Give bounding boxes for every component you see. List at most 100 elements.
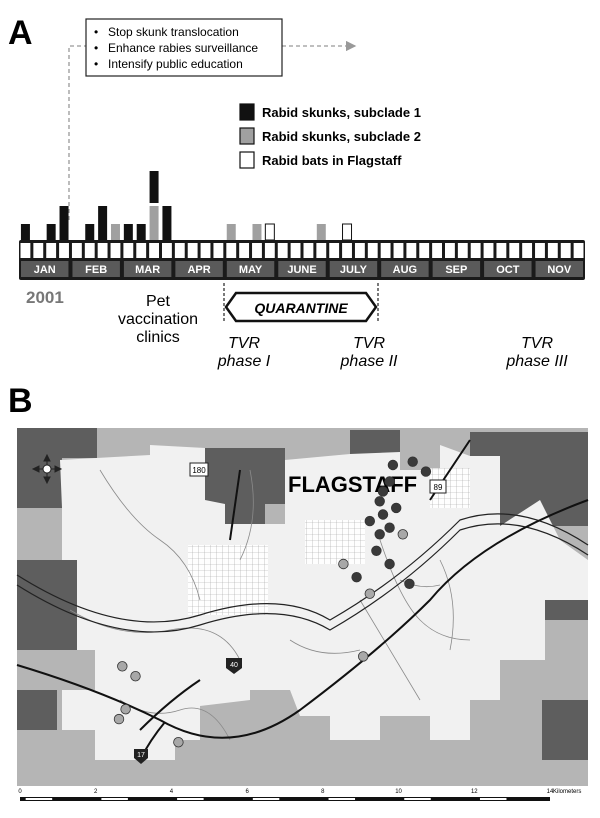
month-label: AUG [393, 264, 417, 276]
week-cell [290, 243, 301, 258]
week-cell [432, 243, 442, 258]
month-label: FEB [85, 264, 107, 276]
week-cell [33, 243, 44, 258]
panel-a-letter: A [8, 14, 33, 52]
case-dot-subclade1 [374, 496, 385, 507]
week-cell [419, 243, 430, 258]
case-dot-subclade1 [420, 466, 432, 477]
month-label: JAN [34, 264, 56, 276]
scale-bar-segment [404, 798, 431, 800]
week-cell [277, 243, 288, 258]
week-cells [20, 243, 584, 258]
quarantine-bracket: QUARANTINE [223, 283, 379, 323]
month-cell [484, 261, 532, 277]
month-cell [329, 261, 378, 277]
event-bar-subclade1 [98, 206, 108, 240]
case-dots [113, 456, 432, 748]
case-dot-subclade1 [351, 572, 362, 583]
week-cell [264, 243, 275, 258]
action-item: Intensify public education [108, 57, 243, 71]
highway-shield-17: 17 [134, 749, 148, 764]
case-dot-subclade2 [130, 671, 141, 682]
scale-bar-segment [101, 798, 128, 800]
scale-tick-label: 14 [547, 789, 554, 795]
event-bar-subclade1 [20, 224, 30, 240]
tvr-phase-1-line2: phase I [217, 353, 271, 370]
legend-swatch-subclade2 [239, 127, 255, 145]
tvr-phase-1-line1: TVR [228, 335, 260, 352]
highways [16, 439, 589, 761]
week-cell [252, 243, 262, 258]
action-connector [68, 46, 355, 220]
week-cell [136, 243, 147, 258]
event-bar-subclade2 [316, 224, 326, 240]
month-cell [278, 261, 326, 277]
month-cell [226, 261, 275, 277]
scale-tick-label: 10 [395, 789, 402, 795]
case-dot-subclade1 [384, 522, 395, 533]
action-bullet: • [94, 25, 98, 39]
pet-clinics-line: vaccination [118, 311, 198, 328]
month-label: MAY [239, 264, 263, 276]
scale-tick-label: 8 [321, 789, 325, 795]
week-cell [149, 243, 159, 258]
scale-tick-label: 12 [471, 789, 478, 795]
case-dot-subclade2 [358, 651, 369, 662]
week-cell [239, 243, 250, 258]
event-bar-subclade1 [136, 224, 146, 240]
month-label: JUNE [287, 264, 316, 276]
week-cell [393, 243, 404, 258]
event-bar-subclade1 [123, 224, 133, 240]
week-cell [213, 243, 224, 258]
event-bar-subclade1 [46, 224, 56, 240]
week-cell [123, 243, 134, 258]
scale-tick-label: 6 [245, 789, 249, 795]
case-dot-subclade1 [364, 515, 376, 527]
action-box: • Stop skunk translocation • Enhance rab… [85, 18, 283, 77]
action-item: Stop skunk translocation [108, 25, 239, 39]
event-bar-subclade1 [59, 206, 69, 240]
event-bar-bat [342, 223, 353, 241]
event-bars [20, 171, 353, 241]
pet-clinics-label: Pet vaccination clinics [118, 293, 198, 346]
panel-a: A • Stop skunk translocation • Enhance r… [8, 14, 585, 370]
week-cell [445, 243, 455, 258]
scale-bar-segment [328, 798, 356, 800]
week-cell [162, 243, 172, 258]
week-cell [20, 243, 31, 258]
case-dot-subclade1 [374, 529, 385, 540]
week-cell [316, 243, 327, 258]
compass-icon [31, 453, 63, 485]
case-dot-subclade2 [173, 737, 184, 748]
scale-bar-segment [479, 798, 507, 800]
event-bar-subclade2 [149, 206, 159, 240]
week-cell [71, 243, 82, 258]
week-cell [303, 243, 314, 258]
tvr-phase-2-line2: phase II [340, 353, 398, 370]
scale-unit-label: Kilometers [553, 789, 581, 795]
week-cell [496, 243, 507, 258]
scale-tick-label: 4 [170, 789, 174, 795]
legend-swatch-bat [239, 151, 255, 169]
month-cell [381, 261, 429, 277]
quarantine-label: QUARANTINE [254, 300, 348, 316]
week-cell [187, 243, 198, 258]
case-dot-subclade1 [377, 486, 389, 497]
action-bullet: • [94, 41, 98, 55]
month-cell [432, 261, 481, 277]
case-dot-subclade1 [407, 456, 418, 467]
case-dot-subclade2 [120, 704, 131, 715]
case-dot-subclade2 [397, 529, 409, 540]
week-cell [457, 243, 468, 258]
event-bar-bat [264, 223, 275, 241]
week-cell [46, 243, 57, 258]
highway-shield-89: 89 [429, 479, 447, 494]
event-bar-subclade1 [85, 224, 95, 240]
tvr-phase-2-line1: TVR [353, 335, 385, 352]
month-label: SEP [445, 264, 467, 276]
street-grid [305, 520, 365, 564]
scale-bar-segment [177, 798, 204, 800]
tvr-phase-3-line1: TVR [521, 335, 553, 352]
